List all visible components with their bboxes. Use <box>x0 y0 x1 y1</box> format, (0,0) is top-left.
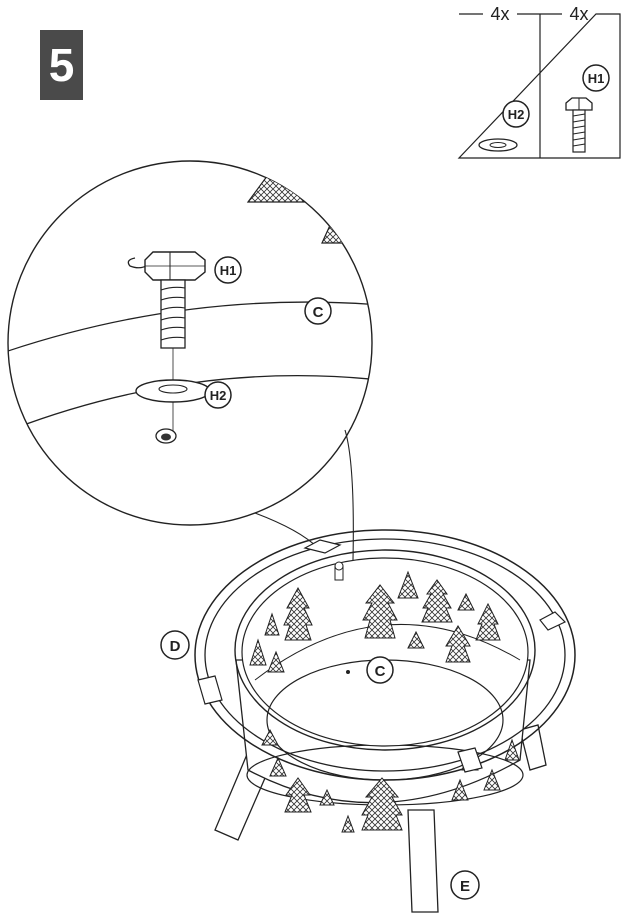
leg-label-circle <box>450 870 480 900</box>
washer-label-circle <box>502 100 530 128</box>
top-ring-outer <box>234 549 536 751</box>
tree-cutouts-inner <box>249 570 501 673</box>
washer-part-label: H2 <box>508 107 525 122</box>
top-ring-inner <box>241 557 529 747</box>
rim-ring-inner <box>204 538 566 772</box>
rim-brackets <box>197 539 567 773</box>
detail-ring-label-circle <box>304 297 332 325</box>
detail-bolt-label: H1 <box>220 263 237 278</box>
bolt-part-label: H1 <box>588 71 605 86</box>
leg-right <box>519 724 547 771</box>
bolt-label-circle <box>582 64 610 92</box>
parts-box: 4x 4x H2 H1 <box>457 4 621 159</box>
leg-front <box>407 809 439 913</box>
magnifier-circle <box>7 160 373 526</box>
bolt-quantity: 4x <box>569 4 588 24</box>
bolt-detail <box>127 251 206 349</box>
fire-pit-assembly: C D E <box>160 529 576 913</box>
rim-label-circle <box>160 630 190 660</box>
callout-line <box>254 512 319 549</box>
detail-ring-label: C <box>313 304 324 321</box>
step-number-badge: 5 <box>40 30 83 100</box>
detail-washer-label-circle <box>204 381 232 409</box>
detail-magnifier: H1 H2 C <box>7 160 373 526</box>
ring-label: C <box>375 663 386 680</box>
hole-marker <box>346 670 350 674</box>
washer-part-icon <box>478 138 518 152</box>
washer-quantity: 4x <box>490 4 509 24</box>
bolt-hole-detail <box>155 428 177 444</box>
rim-label: D <box>170 638 181 655</box>
detail-washer-label: H2 <box>210 388 227 403</box>
washer-detail <box>135 379 211 403</box>
ring-label-circle <box>366 656 394 684</box>
bolt-in-position <box>334 561 344 581</box>
bolt-part-icon <box>565 97 593 153</box>
leg-label: E <box>460 878 470 895</box>
detail-bolt-label-circle <box>214 256 242 284</box>
